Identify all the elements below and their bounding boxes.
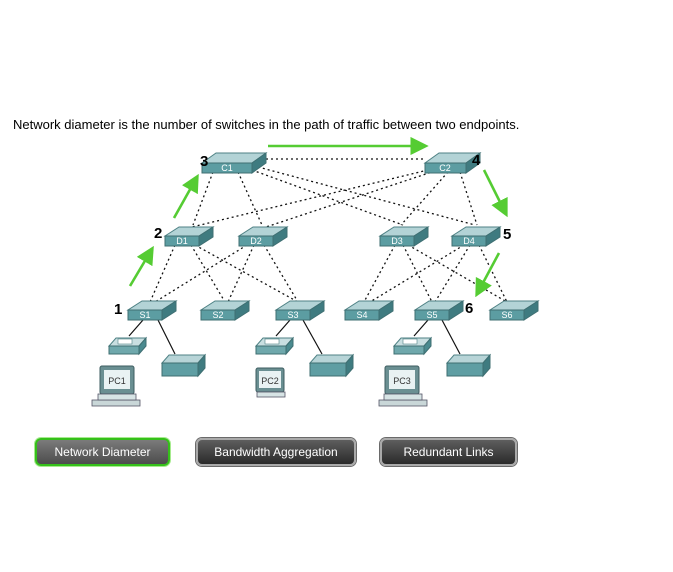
switch-s3[interactable]: S3: [274, 300, 326, 321]
switch-label: D2: [250, 236, 262, 246]
network-diagram: C1 C2 D1 D2 D3 D4 S1: [91, 136, 540, 407]
ip-phone-icon: [107, 336, 148, 356]
pc-label: PC2: [261, 376, 279, 386]
ip-phone-icon: [392, 336, 433, 356]
hop-number: 1: [114, 301, 122, 318]
hop-number: 4: [472, 152, 481, 169]
printer-icon: [308, 353, 355, 378]
pc-label: PC1: [108, 376, 126, 386]
switch-label: S2: [212, 310, 223, 320]
switch-label: S3: [287, 310, 298, 320]
hop-number: 3: [200, 153, 208, 170]
switch-d1[interactable]: D1: [163, 226, 215, 247]
path-arrows: [128, 136, 508, 298]
switch-label: D1: [176, 236, 188, 246]
pc-label: PC3: [393, 376, 411, 386]
switch-s4[interactable]: S4: [343, 300, 395, 321]
switch-s1[interactable]: S1: [126, 300, 178, 321]
pc3[interactable]: PC3: [378, 365, 428, 407]
switch-c1[interactable]: C1: [200, 152, 268, 174]
switch-d2[interactable]: D2: [237, 226, 289, 247]
hop-number: 5: [503, 226, 511, 243]
printer-icon: [160, 353, 207, 378]
switch-c2[interactable]: C2: [423, 152, 482, 174]
path-arrow: [172, 173, 199, 219]
diagram-caption: Network diameter is the number of switch…: [13, 117, 520, 132]
switch-label: C2: [439, 163, 451, 173]
switch-d4[interactable]: D4: [450, 226, 502, 247]
switch-label: D3: [391, 236, 403, 246]
switch-d3[interactable]: D3: [378, 226, 430, 247]
switch-s5[interactable]: S5: [413, 300, 465, 321]
redundant-links-button[interactable]: Redundant Links: [380, 438, 517, 466]
hop-number: 6: [465, 300, 473, 317]
printer-icon: [445, 353, 492, 378]
hop-number: 2: [154, 225, 162, 242]
path-arrow: [128, 245, 154, 287]
switch-label: S5: [426, 310, 437, 320]
network-diameter-button[interactable]: Network Diameter: [35, 438, 170, 466]
switch-s6[interactable]: S6: [488, 300, 540, 321]
pc2[interactable]: PC2: [255, 367, 286, 398]
switch-label: S1: [139, 310, 150, 320]
host-links: [128, 319, 461, 355]
switch-label: C1: [221, 163, 233, 173]
switch-links: [149, 158, 508, 303]
bandwidth-aggregation-button[interactable]: Bandwidth Aggregation: [196, 438, 356, 466]
pc1[interactable]: PC1: [91, 365, 141, 407]
switch-label: S4: [356, 310, 367, 320]
switch-label: D4: [463, 236, 475, 246]
path-arrow: [482, 169, 508, 218]
switch-s2[interactable]: S2: [199, 300, 251, 321]
ip-phone-icon: [254, 336, 295, 356]
path-arrow: [475, 252, 501, 298]
switch-label: S6: [501, 310, 512, 320]
